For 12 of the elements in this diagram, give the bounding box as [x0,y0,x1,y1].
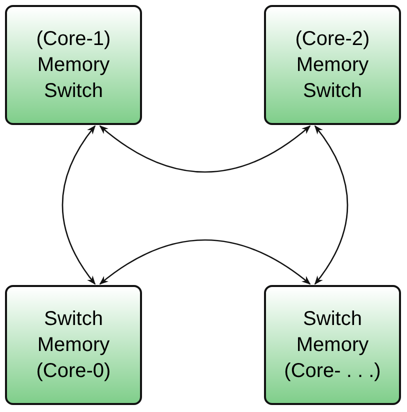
box-label: (Core-1) Memory Switch [35,27,112,104]
process-box [264,285,401,405]
curved-arrow [99,125,311,173]
curved-arrow [62,125,96,285]
curved-arrow [314,125,348,285]
curved-arrow [99,239,311,285]
process-box [264,5,401,125]
box-label: Switch Memory (Core- . . .) [283,307,382,384]
box-label: Switch Memory (Core-0) [35,307,112,384]
process-box [5,285,142,405]
box-label: (Core-2) Memory Switch [294,27,371,104]
process-box [5,5,142,125]
